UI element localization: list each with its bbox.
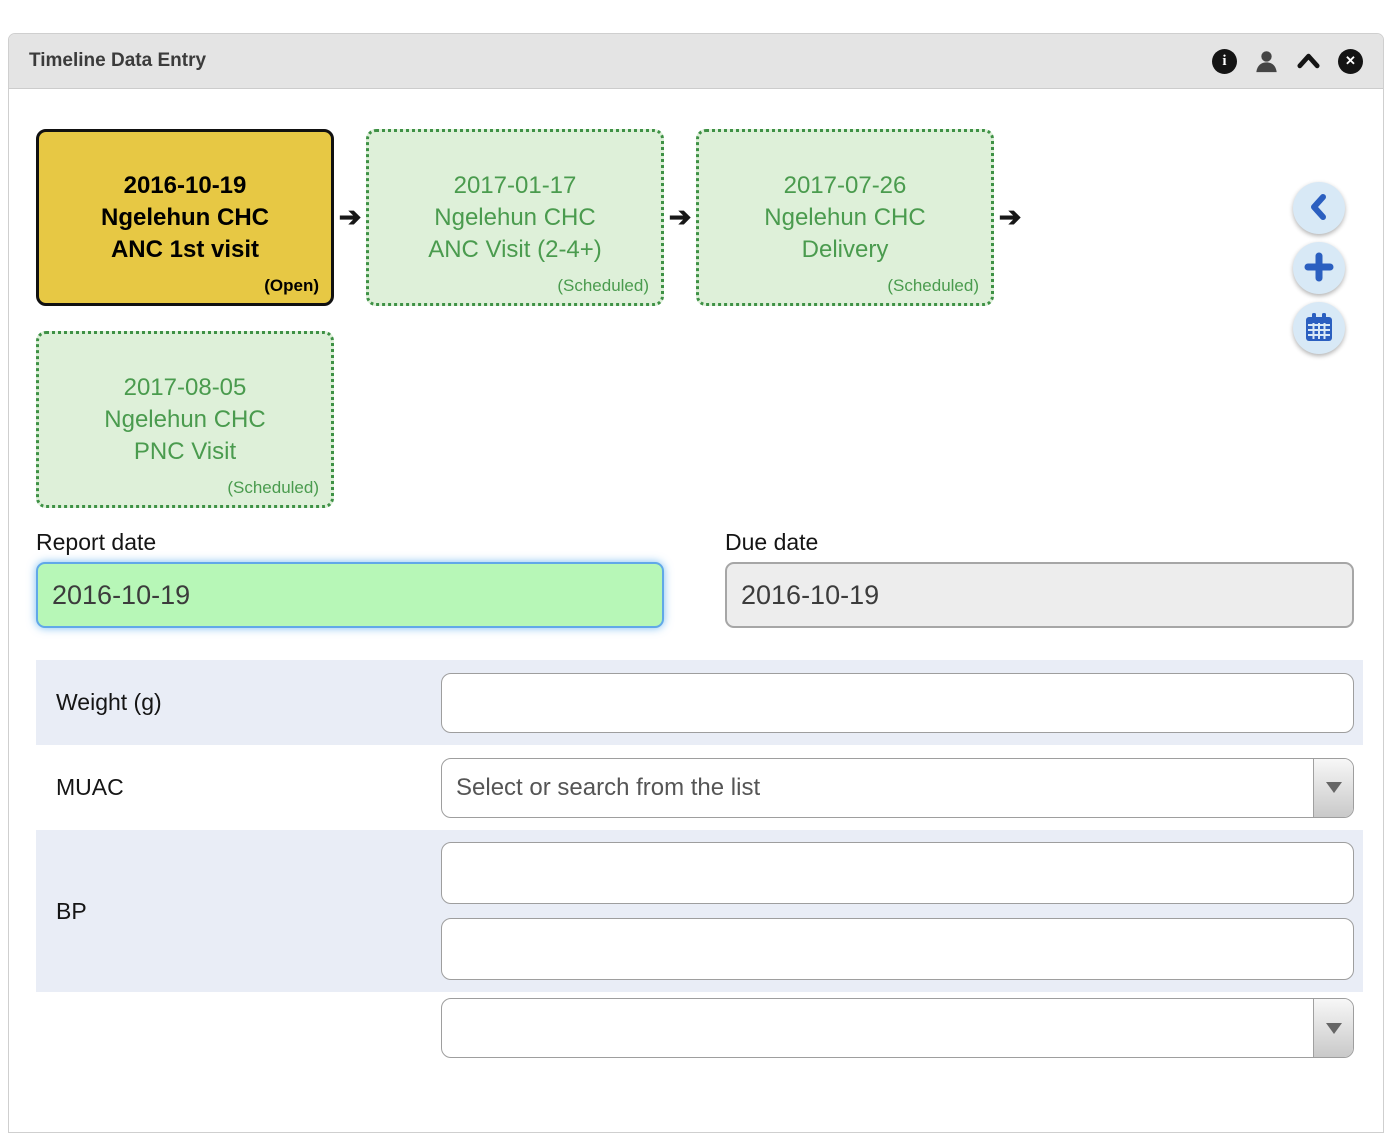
weight-label: Weight (g)	[56, 689, 162, 715]
data-entry-table: Weight (g) MUAC Select or search from th…	[36, 660, 1363, 1058]
table-row-muac: MUAC Select or search from the list	[36, 745, 1363, 830]
event-status-badge: (Scheduled)	[557, 276, 649, 295]
event-status-badge: (Open)	[264, 276, 319, 295]
timeline-event-card[interactable]: 2016-10-19 Ngelehun CHC ANC 1st visit (O…	[36, 129, 334, 306]
event-org: Ngelehun CHC	[764, 203, 926, 231]
info-icon[interactable]: i	[1212, 48, 1237, 74]
widget-header: Timeline Data Entry i ✕	[9, 34, 1383, 89]
event-dates-section: Report date Due date	[36, 528, 1383, 628]
timeline-event-card[interactable]: 2017-07-26 Ngelehun CHC Delivery (Schedu…	[696, 129, 994, 306]
bp-systolic-input[interactable]	[441, 842, 1354, 904]
timeline: 2016-10-19 Ngelehun CHC ANC 1st visit (O…	[9, 89, 1383, 508]
event-status-badge: (Scheduled)	[887, 276, 979, 295]
calendar-icon	[1303, 311, 1335, 346]
bp-label: BP	[56, 897, 87, 924]
chevron-left-icon	[1304, 192, 1334, 225]
add-event-button[interactable]	[1293, 242, 1345, 294]
timeline-row-2: 2017-08-05 Ngelehun CHC PNC Visit (Sched…	[36, 331, 1383, 508]
bp-diastolic-input[interactable]	[441, 918, 1354, 980]
weight-input[interactable]	[441, 672, 1354, 733]
table-row-weight: Weight (g)	[36, 660, 1363, 745]
collapse-icon[interactable]	[1296, 49, 1321, 74]
event-date: 2016-10-19	[123, 171, 247, 199]
calendar-button[interactable]	[1293, 302, 1345, 354]
user-icon[interactable]	[1254, 49, 1279, 74]
table-row-bp: BP	[36, 830, 1363, 992]
arrow-right-icon: ➔	[998, 202, 1022, 232]
event-org: Ngelehun CHC	[104, 405, 266, 433]
dropdown-arrow-icon[interactable]	[1313, 758, 1353, 817]
timeline-row-1: 2016-10-19 Ngelehun CHC ANC 1st visit (O…	[36, 129, 1383, 306]
muac-select-placeholder: Select or search from the list	[456, 773, 761, 801]
arrow-right-icon: ➔	[668, 202, 692, 232]
event-org: Ngelehun CHC	[101, 203, 269, 231]
report-date-label: Report date	[36, 529, 157, 555]
report-date-input[interactable]	[36, 562, 664, 628]
widget-title: Timeline Data Entry	[29, 50, 207, 71]
event-stage: ANC 1st visit	[110, 235, 260, 263]
scroll-back-button[interactable]	[1293, 182, 1345, 234]
muac-select[interactable]: Select or search from the list	[441, 757, 1354, 818]
arrow-right-icon: ➔	[338, 202, 362, 232]
event-date: 2017-08-05	[123, 373, 247, 401]
event-date: 2017-07-26	[783, 171, 907, 199]
plus-icon	[1304, 252, 1334, 285]
due-date-label: Due date	[725, 529, 819, 555]
close-icon[interactable]: ✕	[1338, 48, 1363, 74]
header-icons: i ✕	[1212, 48, 1363, 74]
timeline-event-card[interactable]: 2017-01-17 Ngelehun CHC ANC Visit (2-4+)…	[366, 129, 664, 306]
timeline-side-buttons	[1293, 182, 1345, 354]
due-date-input[interactable]	[725, 562, 1354, 628]
timeline-event-card[interactable]: 2017-08-05 Ngelehun CHC PNC Visit (Sched…	[36, 331, 334, 508]
event-stage: Delivery	[801, 235, 889, 263]
event-status-badge: (Scheduled)	[227, 478, 319, 497]
partial-row-select[interactable]	[441, 998, 1354, 1058]
event-date: 2017-01-17	[453, 171, 577, 199]
muac-label: MUAC	[56, 774, 124, 800]
event-stage: ANC Visit (2-4+)	[428, 235, 602, 263]
event-org: Ngelehun CHC	[434, 203, 596, 231]
dropdown-arrow-icon[interactable]	[1313, 999, 1353, 1057]
timeline-data-entry-widget: Timeline Data Entry i ✕ 2016-10-19 Ngele…	[8, 33, 1384, 1133]
event-stage: PNC Visit	[133, 437, 237, 465]
